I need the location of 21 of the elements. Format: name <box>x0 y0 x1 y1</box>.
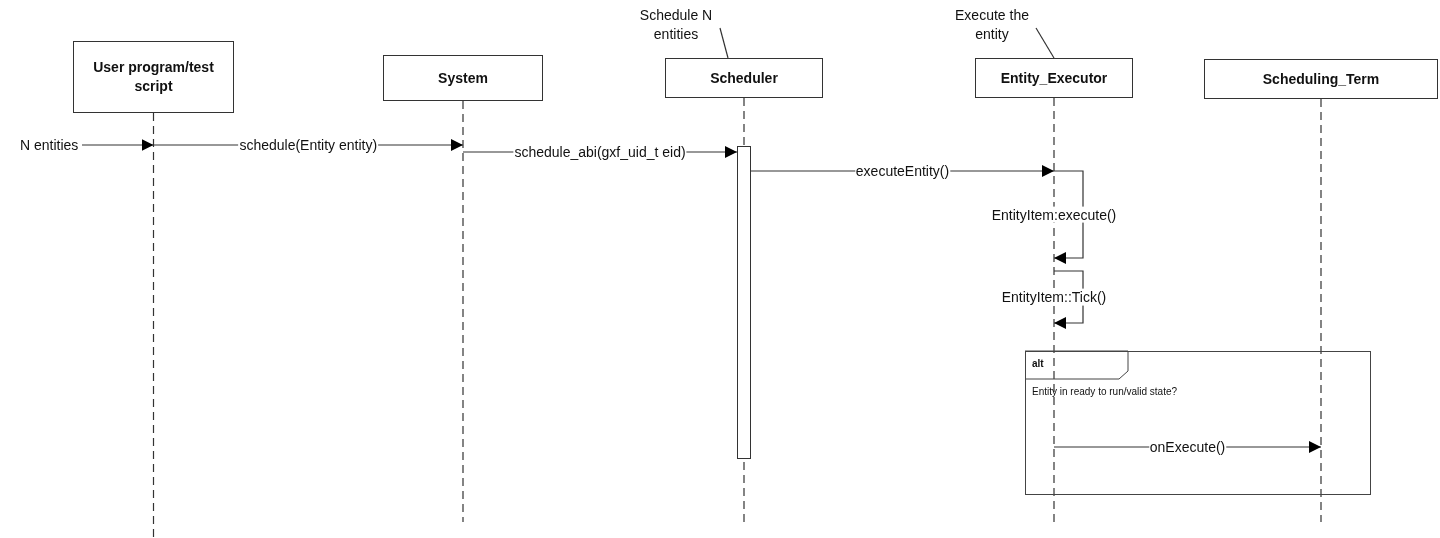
leader-line <box>719 27 729 59</box>
edge-label: EntityItem::Tick() <box>1000 288 1108 306</box>
fragment-operator: alt <box>1032 358 1044 369</box>
guard-condition: Entity in ready to run/valid state? <box>1032 386 1178 397</box>
edge-label: schedule_abi(gxf_uid_t eid) <box>513 143 687 161</box>
note-text: Schedule N entities <box>628 6 724 46</box>
edge-label: schedule(Entity entity) <box>238 136 379 154</box>
message-arrow <box>81 139 155 151</box>
participant-box: System <box>383 55 543 101</box>
input-label: N entities <box>20 136 82 156</box>
self-message-arrow <box>1053 170 1084 264</box>
activation-bar <box>737 146 751 459</box>
participant-box: Scheduler <box>665 58 823 98</box>
leader-line <box>1035 27 1055 59</box>
edge-label: onExecute() <box>1148 438 1227 456</box>
participant-box: Entity_Executor <box>975 58 1133 98</box>
edge-label: executeEntity() <box>854 162 951 180</box>
participant-box: User program/test script <box>73 41 234 113</box>
participant-box: Scheduling_Term <box>1204 59 1438 99</box>
note-text: Execute the entity <box>944 6 1040 46</box>
edge-label: EntityItem:execute() <box>990 206 1118 223</box>
